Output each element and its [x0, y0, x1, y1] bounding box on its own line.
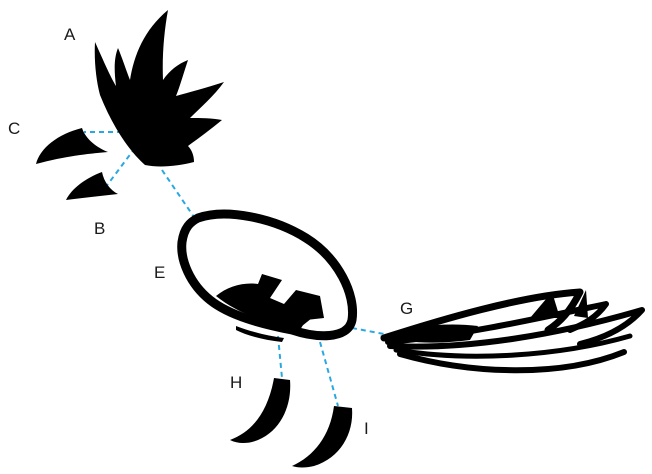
label-i: I: [364, 419, 369, 438]
connector-e-h: [278, 336, 282, 378]
label-b: B: [94, 219, 105, 238]
part-g-tail-shape: [380, 290, 642, 370]
label-g: G: [400, 299, 413, 318]
connector-e-g: [352, 328, 384, 334]
part-e-body-shape: [182, 214, 353, 342]
part-c-upper-beak-shape: [36, 128, 108, 164]
part-a-crest-shape: [95, 10, 224, 166]
part-i-right-leg-shape: [292, 406, 352, 468]
connector-a-e: [162, 170, 196, 220]
label-c: C: [8, 119, 20, 138]
label-h: H: [230, 373, 242, 392]
connector-e-i: [320, 342, 338, 406]
body-wing-shape: [216, 274, 324, 330]
connector-a-b: [105, 148, 135, 188]
part-b-lower-beak-shape: [66, 172, 118, 200]
label-e: E: [154, 263, 165, 282]
label-a: A: [64, 25, 76, 44]
